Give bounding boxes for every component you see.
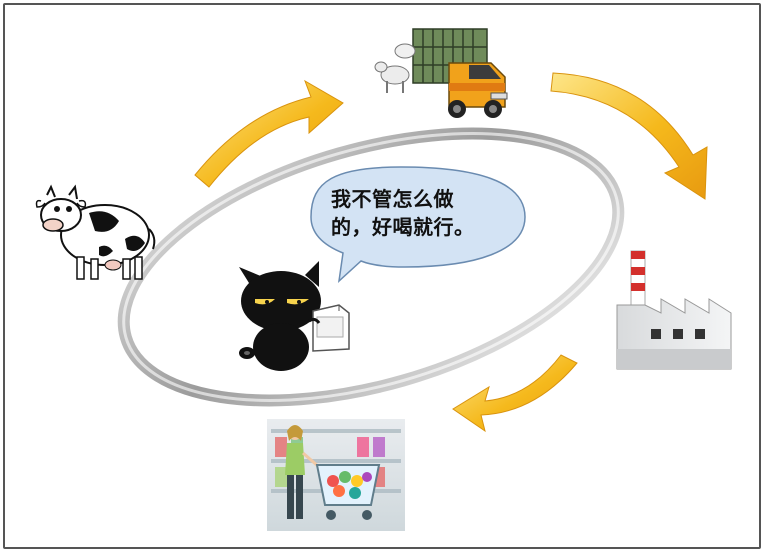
cycle-ring (117, 127, 625, 407)
speech-bubble-text: 我不管怎么做 的，好喝就行。 (331, 185, 481, 241)
cycle-diagram (35, 28, 732, 531)
arrow-cow-to-truck (194, 79, 344, 188)
supermarket-shopper-icon (267, 419, 405, 531)
speech-bubble-line-2: 的，好喝就行。 (331, 215, 475, 239)
arrow-factory-to-shopper (452, 354, 578, 433)
milk-truck-icon (374, 28, 508, 118)
cow-icon (35, 184, 156, 280)
factory-icon (616, 250, 732, 370)
milk-carton-icon (308, 304, 350, 352)
speech-bubble (310, 166, 526, 283)
black-cat-icon (239, 261, 321, 371)
diagram-frame: 我不管怎么做 的，好喝就行。 (3, 3, 761, 549)
arrow-truck-to-factory (550, 72, 708, 200)
speech-bubble-line-1: 我不管怎么做 (331, 187, 454, 211)
